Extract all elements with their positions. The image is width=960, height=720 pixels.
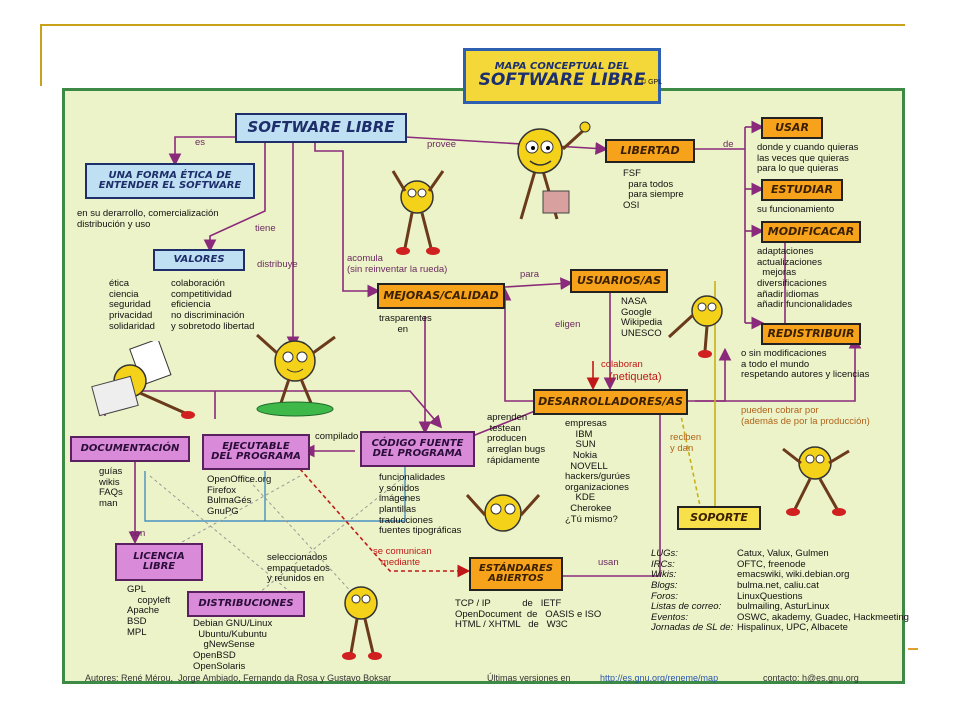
link-se-comunican: se comunican mediante: [373, 546, 432, 568]
node-software-libre: SOFTWARE LIBRE: [235, 113, 407, 143]
link-para: para: [520, 269, 540, 280]
node-estandares: ESTÁNDARES ABIERTOS: [469, 557, 563, 591]
link-es: es: [195, 137, 206, 148]
mascot-standards-icon: [463, 481, 543, 546]
gpl-mark: © GPL: [641, 79, 663, 86]
text-forma-desc: en su derarrollo, comercialización distr…: [77, 208, 219, 230]
link-tiene: tiene: [255, 223, 276, 234]
link-distribuye: distribuye: [257, 259, 298, 270]
mascot-jumping-icon: [387, 163, 447, 263]
link-de: de: [723, 139, 734, 150]
link-reciben: reciben y dan: [670, 432, 702, 454]
node-ejecutable: EJECUTABLE DEL PROGRAMA: [202, 434, 310, 470]
link-con: con: [130, 528, 146, 539]
text-licencia-list: GPL copyleft Apache BSD MPL: [127, 584, 171, 638]
slide-accent-dash: [908, 648, 918, 650]
link-usan: usan: [598, 557, 619, 568]
mascot-top-icon: [485, 119, 605, 234]
slide-top-rule: [40, 24, 905, 26]
map-title-line2: SOFTWARE LIBRE: [478, 70, 646, 91]
text-usuarios-list: NASA Google Wikipedia UNESCO: [621, 296, 663, 339]
node-libertad: LIBERTAD: [605, 139, 695, 163]
node-documentacion: DOCUMENTACIÓN: [70, 436, 190, 462]
text-valores-col2: colaboración competitividad eficiencia n…: [171, 278, 255, 332]
link-provee: provee: [427, 139, 457, 150]
link-compilado: compilado: [315, 431, 359, 442]
mascot-running-icon: [775, 431, 855, 526]
footer-versions: Últimas versiones en: [487, 673, 571, 683]
mascot-reading-icon: [90, 338, 200, 431]
link-acomula: acomula (sin reinventar la rueda): [347, 253, 448, 275]
footer-url-link[interactable]: http://es.gnu.org/reneme/map: [600, 673, 719, 683]
link-eligen: eligen: [555, 319, 581, 330]
link-trasparentes: trasparentes en: [379, 313, 432, 335]
link-pueden-cobrar: pueden cobrar por (además de por la prod…: [741, 405, 870, 427]
node-valores: VALORES: [153, 249, 245, 271]
node-estudiar: ESTUDIAR: [761, 179, 843, 201]
text-redistribuir-desc: o sin modificaciones a todo el mundo res…: [741, 348, 870, 381]
node-desarrolladores: DESARROLLADORES/AS: [533, 389, 688, 415]
text-estandares-list: TCP / IP de IETF OpenDocument de OASIS e…: [455, 598, 602, 631]
slide-left-rule: [40, 24, 42, 86]
node-modificar: MODIFICACAR: [761, 221, 861, 243]
text-dev-list: empresas IBM SUN Nokia NOVELL hackers/gu…: [565, 418, 630, 525]
text-soporte-labels: LUGs: IRCs: Wikis: Blogs: Foros: Listas …: [651, 548, 734, 634]
footer-authors: Autores: René Mérou, Jorge Ambiado, Fern…: [85, 673, 392, 683]
text-usar-desc: donde y cuando quieras las veces que qui…: [757, 142, 859, 175]
node-distribuciones: DISTRIBUCIONES: [187, 591, 305, 617]
text-dev-actions: aprenden testean producen arreglan bugs …: [487, 412, 546, 466]
map-title: MAPA CONCEPTUAL DEL SOFTWARE LIBRE: [463, 48, 661, 104]
link-colaboran: colaboran: [601, 359, 643, 370]
link-netiqueta: (netiqueta): [609, 371, 662, 383]
concept-map-image: MAPA CONCEPTUAL DEL SOFTWARE LIBRE © GPL…: [62, 48, 909, 684]
node-usar: USAR: [761, 117, 823, 139]
node-mejoras: MEJORAS/CALIDAD: [377, 283, 505, 309]
node-soporte: SOPORTE: [677, 506, 761, 530]
node-licencia: LICENCIA LIBRE: [115, 543, 203, 581]
text-estudiar-desc: su funcionamiento: [757, 204, 835, 215]
text-distros-list: Debian GNU/Linux Ubuntu/Kubuntu gNewSens…: [193, 618, 273, 672]
text-valores-col1: ética ciencia seguridad privacidad solid…: [109, 278, 155, 332]
connector-lines: [104, 120, 862, 597]
node-usuarios: USUARIOS/AS: [570, 269, 668, 293]
text-doc-list: guías wikis FAQs man: [99, 466, 123, 509]
text-libertad-list: FSF para todos para siempre OSI: [623, 168, 684, 211]
mascot-skateboard-icon: [245, 323, 345, 428]
mascot-pointing-icon: [665, 281, 745, 366]
mascot-bottom-icon: [327, 579, 397, 669]
node-codigo: CÓDIGO FUENTE DEL PROGRAMA: [360, 431, 475, 467]
text-modificar-desc: adaptaciones actualizaciones mejoras div…: [757, 246, 853, 311]
map-title-line1: MAPA CONCEPTUAL DEL: [494, 60, 630, 72]
text-ejec-list: OpenOffice.org Firefox BulmaGés GnuPG: [207, 474, 272, 517]
text-seleccionados: seleccionados empaquetados y reunidos en: [267, 552, 330, 585]
node-redistribuir: REDISTRIBUIR: [761, 323, 861, 345]
node-forma-etica: UNA FORMA ÉTICA DE ENTENDER EL SOFTWARE: [85, 163, 255, 199]
footer-contact: contacto: h@es.gnu.org: [763, 673, 859, 683]
text-soporte-values: Catux, Valux, Gulmen OFTC, freenode emac…: [737, 548, 909, 634]
text-codigo-list: funcionalidades y sonidos imágenes plant…: [379, 472, 462, 537]
